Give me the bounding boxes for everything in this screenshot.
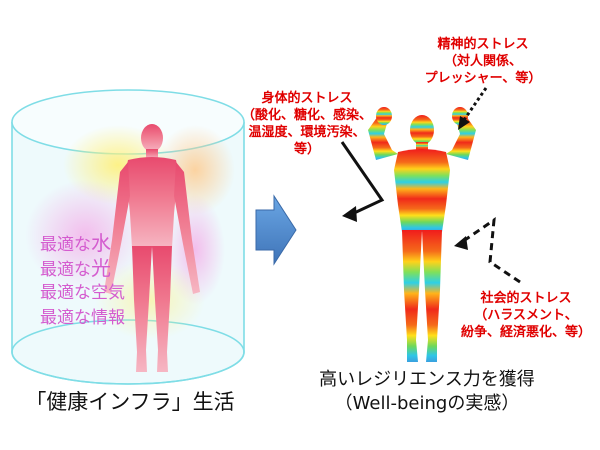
physical-stress-line: 温湿度、環境汚染、 xyxy=(248,125,366,140)
left-caption: 「健康インフラ」生活 xyxy=(25,390,235,414)
optimal-word: 情報 xyxy=(91,308,125,328)
optimal-information: 最適な情報 xyxy=(40,306,125,330)
physical-stress-title: 身体的ストレス xyxy=(261,91,353,106)
left-human-figure xyxy=(104,124,200,372)
optimal-prefix: 最適な xyxy=(40,283,91,303)
right-caption-line2: （Well-beingの実感） xyxy=(334,393,520,414)
social-stress-label: 社会的ストレス （ハラスメント、 紛争、経済悪化、等） xyxy=(452,290,600,341)
optimal-air: 最適な空気 xyxy=(40,281,125,305)
physical-stress-label: 身体的ストレス （酸化、糖化、感染、 温湿度、環境汚染、 等） xyxy=(232,90,382,158)
physical-stress-line: 等） xyxy=(293,142,320,157)
optimal-word: 水 xyxy=(91,231,111,255)
mental-stress-title: 精神的ストレス xyxy=(437,37,529,52)
optimal-water: 最適な水 xyxy=(40,231,111,257)
physical-stress-arrow xyxy=(340,141,385,222)
right-caption: 高いレジリエンス力を獲得 （Well-beingの実感） xyxy=(298,368,556,416)
optimal-prefix: 最適な xyxy=(40,308,91,328)
social-stress-line: （ハラスメント、 xyxy=(474,308,578,323)
optimal-light: 最適な光 xyxy=(40,256,111,282)
mental-stress-line: プレッシャー、等） xyxy=(424,71,542,86)
social-stress-arrow xyxy=(454,216,521,284)
transition-arrow xyxy=(255,194,297,266)
optimal-word: 光 xyxy=(91,256,111,280)
mental-stress-label: 精神的ストレス （対人関係、 プレッシャー、等） xyxy=(412,36,554,87)
optimal-prefix: 最適な xyxy=(40,260,91,280)
right-caption-line1: 高いレジリエンス力を獲得 xyxy=(319,369,535,390)
optimal-prefix: 最適な xyxy=(40,235,91,255)
mental-stress-arrow xyxy=(458,87,488,130)
mental-stress-line: （対人関係、 xyxy=(443,54,522,69)
optimal-word: 空気 xyxy=(91,283,125,303)
social-stress-title: 社会的ストレス xyxy=(480,291,572,306)
social-stress-line: 紛争、経済悪化、等） xyxy=(460,325,591,340)
right-human-figure xyxy=(368,107,476,362)
physical-stress-line: （酸化、糖化、感染、 xyxy=(241,108,372,123)
